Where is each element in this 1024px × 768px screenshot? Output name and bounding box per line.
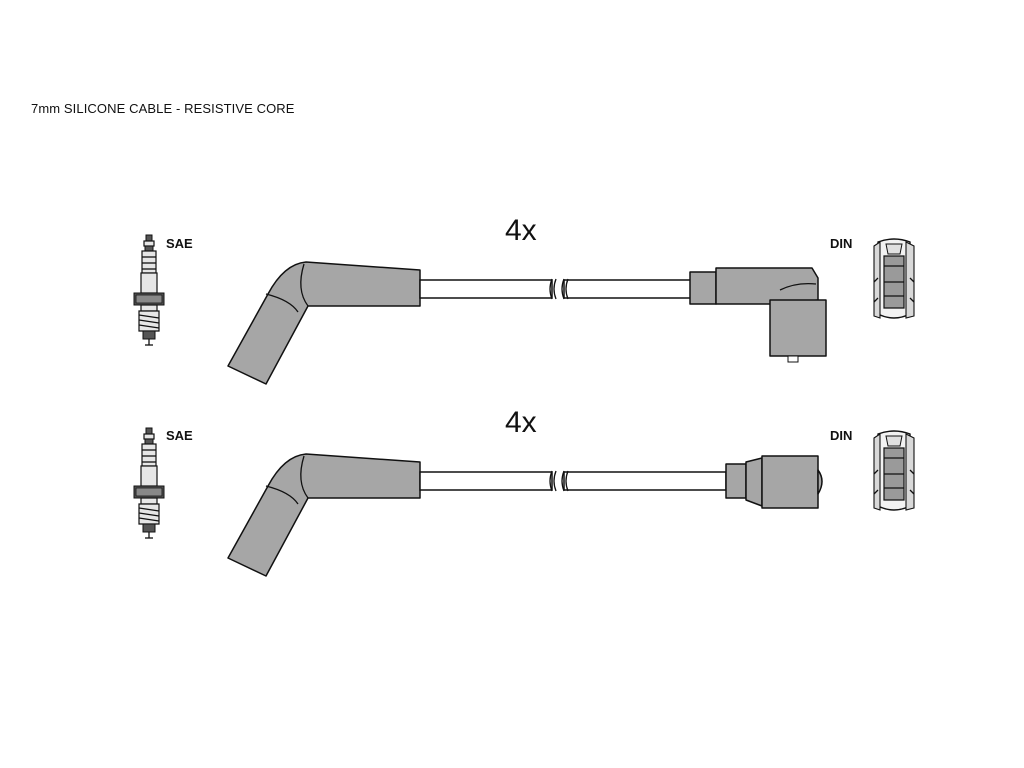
cable-row-2: 4x SAE DIN — [133, 406, 915, 577]
spark-plug-icon — [133, 427, 165, 539]
cable-wire-row-1 — [419, 278, 693, 300]
quantity-label-row-1: 4x — [505, 214, 537, 247]
straight-boot-right-row-2 — [725, 455, 823, 509]
angled-boot-left-row-1 — [227, 261, 421, 385]
angled-boot-left-row-2 — [227, 453, 421, 577]
diagram-title: 7mm SILICONE CABLE - RESISTIVE CORE — [31, 101, 295, 116]
sae-label-row-2: SAE — [166, 428, 193, 443]
cable-row-1: 4x SAE DIN — [133, 214, 915, 385]
spark-plug-icon — [133, 234, 165, 346]
din-label-row-2: DIN — [830, 428, 852, 443]
quantity-label-row-2: 4x — [505, 406, 537, 439]
sae-label-row-1: SAE — [166, 236, 193, 251]
cable-wire-row-2 — [419, 470, 727, 492]
din-socket-icon — [873, 238, 915, 319]
angled-boot-right-row-1 — [689, 267, 827, 363]
din-label-row-1: DIN — [830, 236, 852, 251]
din-socket-icon — [873, 430, 915, 511]
